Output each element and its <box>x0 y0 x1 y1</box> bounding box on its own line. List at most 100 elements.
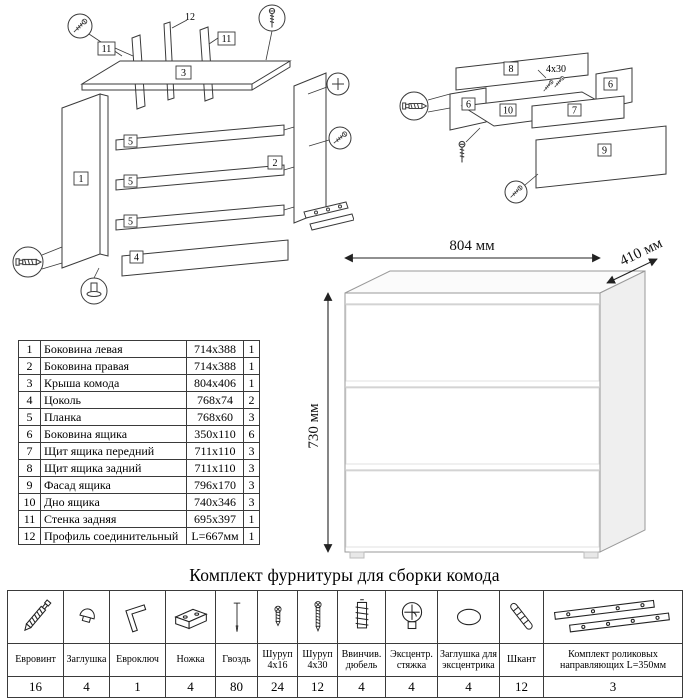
free-screw-glyph <box>458 140 466 163</box>
part-name: Щит ящика задний <box>40 459 187 477</box>
dresser-3d-view: 804 мм 410 мм 730 мм <box>306 236 666 559</box>
part-number: 3 <box>18 374 41 392</box>
part-size: 768x74 <box>186 391 244 409</box>
hardware-qty: 12 <box>297 676 338 698</box>
hardware-qty: 80 <box>215 676 258 698</box>
part-name: Боковина ящика <box>40 425 187 443</box>
right-side-panel-2 <box>293 72 327 224</box>
part-qty: 3 <box>243 459 260 477</box>
callout-screw-top-right <box>258 4 286 32</box>
part-qty: 1 <box>243 340 260 358</box>
hardware-name: Шуруп 4x16 <box>257 643 298 677</box>
part-qty: 2 <box>243 391 260 409</box>
hardware-qty: 4 <box>385 676 438 698</box>
part-label-7: 7 <box>572 106 577 117</box>
hardware-icon-cell <box>215 590 258 644</box>
depth-dimension-arrow <box>606 258 658 284</box>
part-qty: 1 <box>243 374 260 392</box>
part-label-1: 1 <box>79 174 84 185</box>
hardware-table: Евровинт Заглушка Евроключ Ножка Гвоздь … <box>7 590 683 698</box>
part-number: 10 <box>18 493 41 511</box>
part-label-5b: 5 <box>128 177 133 188</box>
frame-exploded-diagram: 12 11 11 3 1 2 5 5 5 4 <box>12 4 354 305</box>
part-size: L=667мм <box>186 527 244 545</box>
part-number: 1 <box>18 340 41 358</box>
hardware-qty: 16 <box>7 676 64 698</box>
part-name: Дно ящика <box>40 493 187 511</box>
part-name: Профиль соединительный <box>40 527 187 545</box>
dresser-feet <box>349 551 599 559</box>
part-number: 4 <box>18 391 41 409</box>
part-qty: 3 <box>243 442 260 460</box>
roller-guides-icon <box>553 599 670 633</box>
callout-cam-lock <box>326 72 350 96</box>
hardware-icon-cell <box>385 590 438 644</box>
hardware-icon-cell <box>337 590 386 644</box>
part-number: 7 <box>18 442 41 460</box>
hardware-name: Ножка <box>165 643 216 677</box>
hardware-icon-cell <box>543 590 683 644</box>
part-size: 796x170 <box>186 476 244 494</box>
part-size: 740x346 <box>186 493 244 511</box>
part-number: 2 <box>18 357 41 375</box>
hardware-qty: 4 <box>165 676 216 698</box>
cam-cap-icon <box>456 608 481 626</box>
hardware-qty: 3 <box>543 676 683 698</box>
callout-screw-bottom <box>504 180 528 204</box>
part-size: 695x397 <box>186 510 244 528</box>
drawer-exploded-diagram: 8 4x30 6 6 10 7 9 <box>399 52 667 204</box>
dresser-right-face <box>599 270 646 553</box>
hardware-name: Заглушка для эксцентрика <box>437 643 500 677</box>
part-label-2: 2 <box>273 158 278 169</box>
screw-long-icon <box>313 601 322 633</box>
part-size: 711x110 <box>186 459 244 477</box>
part-size: 711x110 <box>186 442 244 460</box>
hardware-title: Комплект фурнитуры для сборки комода <box>189 565 500 585</box>
hardware-name: Шкант <box>499 643 544 677</box>
part-number: 8 <box>18 459 41 477</box>
hardware-icon-cell <box>165 590 216 644</box>
part-qty: 3 <box>243 408 260 426</box>
hardware-name: Комплект роликовых направляющих L=350мм <box>543 643 683 677</box>
callout-leg <box>80 277 108 305</box>
screw-size-label: 4x30 <box>546 64 566 75</box>
hardware-qty: 12 <box>499 676 544 698</box>
part-name: Цоколь <box>40 391 187 409</box>
part-qty: 3 <box>243 476 260 494</box>
part-name: Планка <box>40 408 187 426</box>
part-size: 350x110 <box>186 425 244 443</box>
nail-icon <box>233 602 240 632</box>
hardware-names-row: Евровинт Заглушка Евроключ Ножка Гвоздь … <box>7 643 683 677</box>
rail-5b <box>115 164 285 191</box>
part-label-11a: 11 <box>102 44 112 55</box>
rail-5a <box>115 124 285 151</box>
plinth-4 <box>121 239 289 277</box>
part-name: Крыша комода <box>40 374 187 392</box>
drawer-back-panel-8 <box>455 52 589 91</box>
callout-screw-right <box>328 126 352 150</box>
part-qty: 6 <box>243 425 260 443</box>
part-label-5c: 5 <box>128 217 133 228</box>
hardware-icon-cell <box>63 590 110 644</box>
hardware-name: Шуруп 4x30 <box>297 643 338 677</box>
hardware-qty: 24 <box>257 676 298 698</box>
part-label-5a: 5 <box>128 137 133 148</box>
part-size: 714x388 <box>186 340 244 358</box>
part-number: 9 <box>18 476 41 494</box>
hardware-icon-cell <box>297 590 338 644</box>
cap-icon <box>78 608 95 623</box>
width-dimension-label: 804 мм <box>449 238 495 254</box>
part-number: 12 <box>18 527 41 545</box>
callout-euro-screw <box>12 246 44 278</box>
depth-dimension-label: 410 мм <box>617 236 665 270</box>
part-qty: 3 <box>243 493 260 511</box>
part-size: 768x60 <box>186 408 244 426</box>
